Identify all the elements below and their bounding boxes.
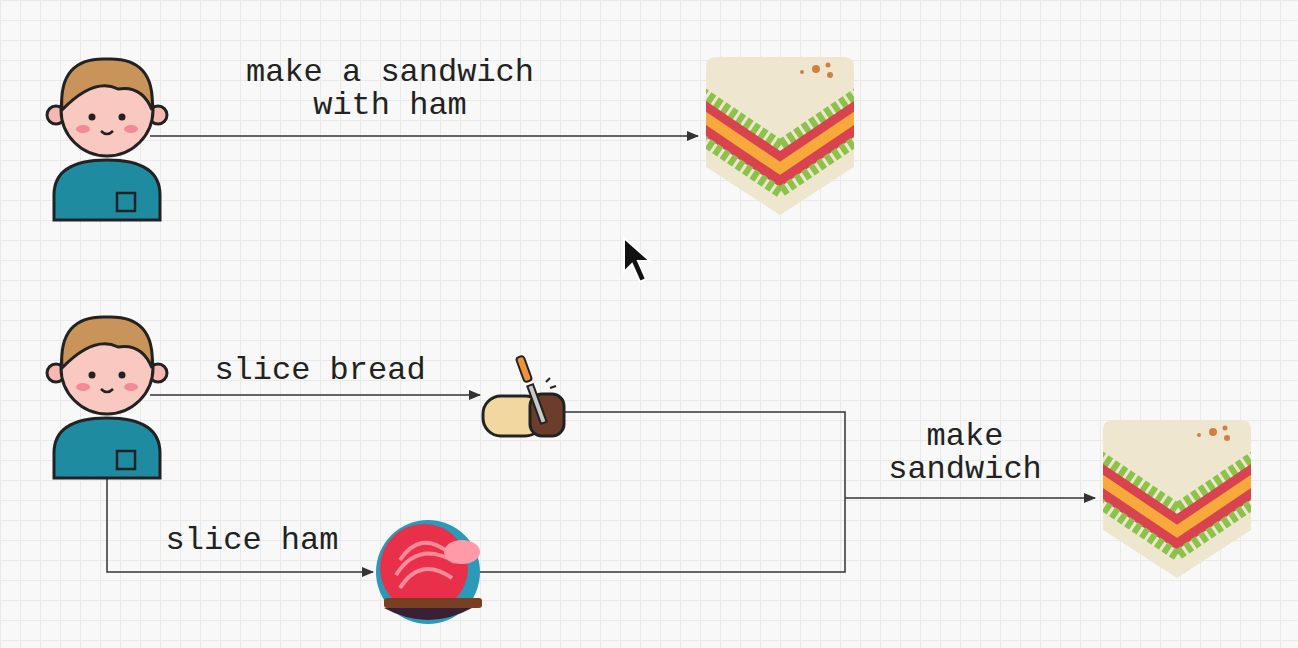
ham-icon xyxy=(376,520,482,624)
bread-icon xyxy=(483,355,564,436)
edge-label: make a sandwich with ham xyxy=(210,56,570,122)
edge-label: make sandwich xyxy=(865,420,1065,486)
edge-label: slice ham xyxy=(132,524,372,557)
edge-label: slice bread xyxy=(180,354,460,387)
